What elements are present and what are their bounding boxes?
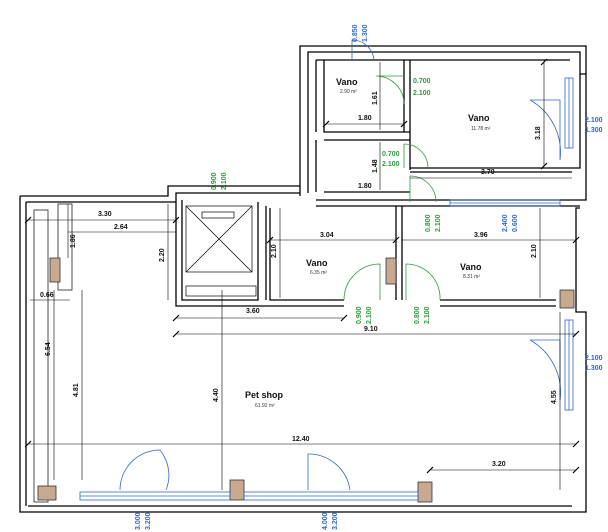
dimension-label: 3.96 (474, 232, 488, 239)
column (559, 289, 575, 309)
column (49, 257, 61, 283)
dimension-label: 4.40 (213, 388, 220, 402)
opening-width: 2.400 (502, 214, 509, 232)
dimension-label: 1.86 (70, 234, 77, 248)
opening-width: 0.800 (425, 214, 432, 232)
dimension-label: 3.20 (492, 461, 506, 468)
room-area: 11.78 m² (471, 126, 491, 132)
column (229, 479, 245, 501)
column (385, 257, 397, 285)
room-label: Vano (306, 258, 328, 268)
opening-height: 2.100 (413, 90, 431, 97)
opening-height: 2.100 (435, 214, 442, 232)
dimension-label: 2.20 (159, 248, 166, 262)
opening-height: 3.200 (332, 512, 339, 530)
opening-width: 4.000 (322, 512, 329, 530)
dimension-label: 9.10 (364, 326, 378, 333)
dimension-label: 1.80 (358, 115, 372, 122)
room-label: Vano (460, 262, 482, 272)
opening-width: 3.000 (135, 512, 142, 530)
opening-height: 1.300 (585, 127, 603, 134)
column (37, 485, 57, 501)
dimension-label: 4.55 (551, 390, 558, 404)
room-label: Vano (336, 77, 358, 87)
column (417, 481, 433, 503)
room-area: 61.92 m² (255, 403, 275, 409)
dimension-label: 3.30 (98, 211, 112, 218)
opening-height: 0.600 (512, 214, 519, 232)
dimension-label: 0.66 (40, 292, 54, 299)
opening-width: 0.700 (382, 151, 400, 158)
opening-height: 2.100 (366, 306, 373, 324)
dimension-label: 3.60 (246, 308, 260, 315)
stair-shaft (185, 205, 257, 297)
room-area: 8.31 m² (463, 274, 480, 280)
dimension-lines (24, 58, 580, 490)
opening-height: 2.100 (424, 306, 431, 324)
opening-height: 3.200 (145, 512, 152, 530)
dimension-label: 1.80 (358, 183, 372, 190)
dimension-label: 1.48 (372, 159, 379, 173)
dimension-label: 3.04 (320, 232, 334, 239)
dimension-label: 2.10 (271, 244, 278, 258)
opening-height: 1.300 (585, 365, 603, 372)
opening-width: 0.850 (352, 24, 359, 42)
room-label: Vano (468, 113, 490, 123)
dimension-label: 12.40 (292, 436, 310, 443)
dimension-label: 3.18 (535, 126, 542, 140)
columns (37, 257, 575, 503)
opening-height: 2.100 (382, 161, 400, 168)
dimension-label: 1.61 (372, 91, 379, 105)
opening-width: 0.800 (414, 306, 421, 324)
opening-height: 1.300 (362, 24, 369, 42)
room-label: Pet shop (245, 390, 284, 400)
dimension-label: 4.81 (73, 383, 80, 397)
dimension-label: 2.64 (114, 224, 128, 231)
opening-width: 0.900 (211, 172, 218, 190)
opening-width: 2.100 (585, 355, 603, 362)
dimension-label: 2.10 (531, 244, 538, 258)
dimension-label: 3.70 (481, 169, 495, 176)
room-area: 6.35 m² (310, 270, 327, 276)
dimension-label: 6.54 (45, 342, 52, 356)
opening-height: 2.100 (221, 172, 228, 190)
opening-width: 0.900 (356, 306, 363, 324)
room-area: 2.90 m² (340, 89, 357, 95)
opening-width: 2.100 (585, 117, 603, 124)
windows (79, 77, 574, 501)
opening-width: 0.700 (413, 78, 431, 85)
